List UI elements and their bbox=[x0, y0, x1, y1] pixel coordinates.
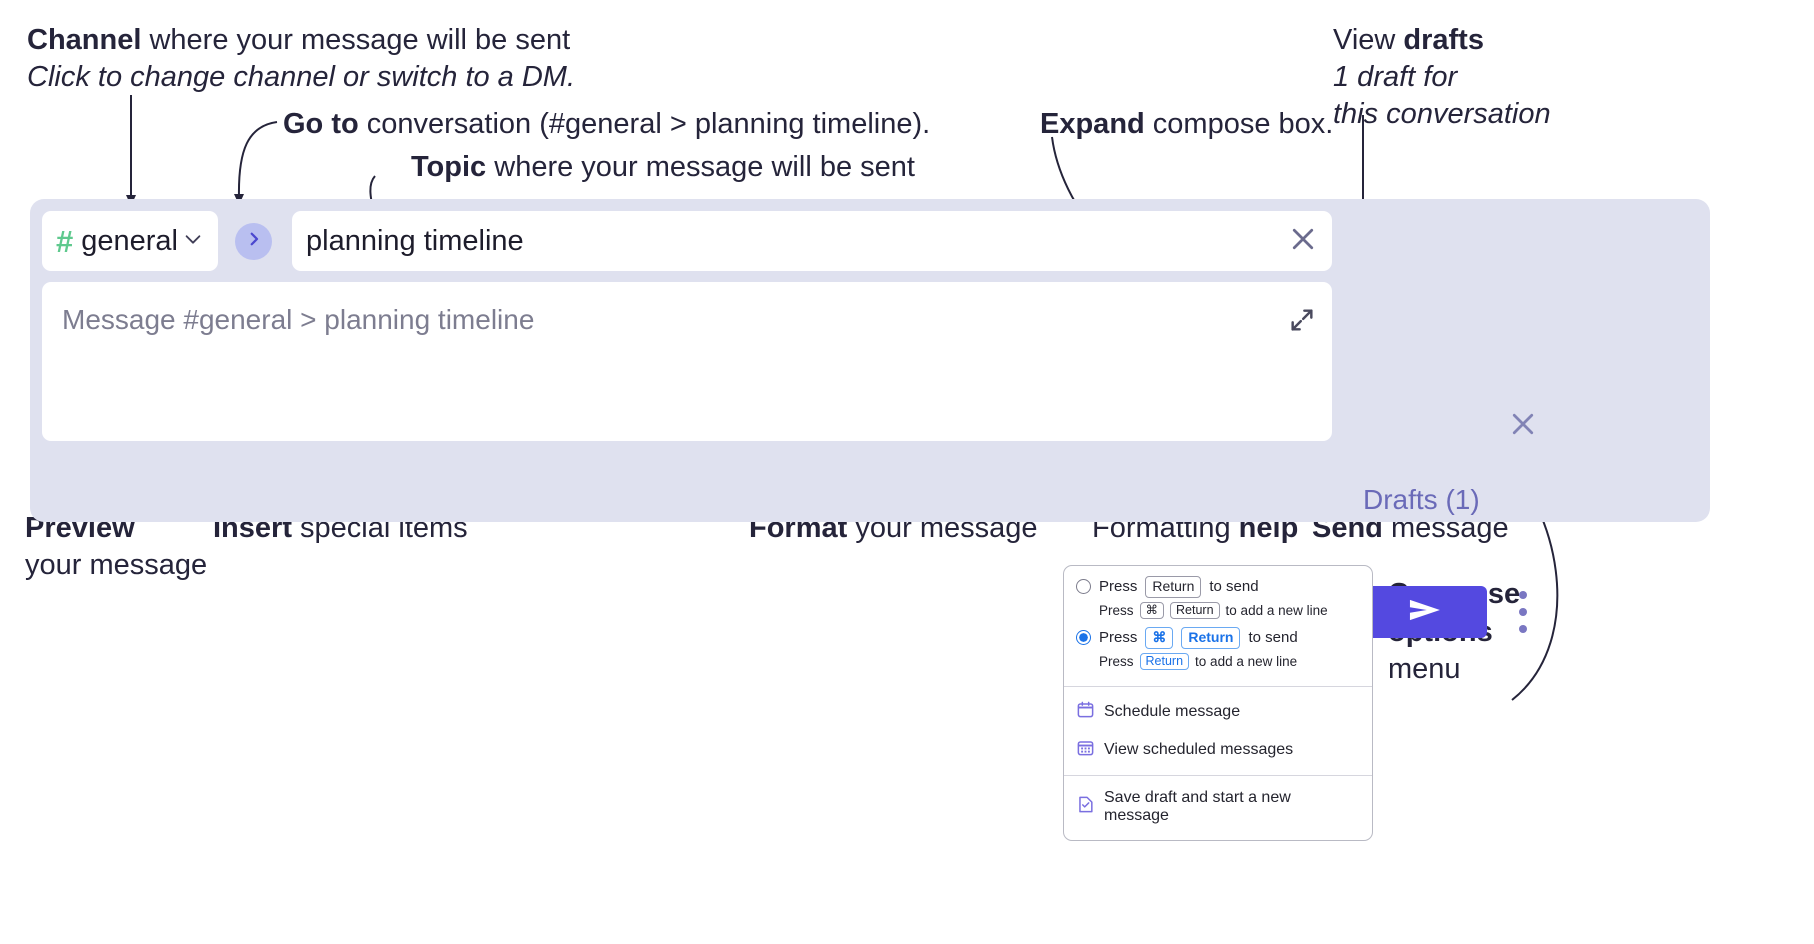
topic-input[interactable]: planning timeline bbox=[292, 211, 1332, 271]
option2-post: to send bbox=[1248, 629, 1298, 647]
annotation-drafts-lead: View bbox=[1333, 24, 1404, 56]
menu-item-schedule-message[interactable]: Schedule message bbox=[1064, 693, 1372, 731]
radio-button-selected[interactable] bbox=[1076, 630, 1091, 646]
drafts-link[interactable]: Drafts (1) bbox=[1363, 484, 1480, 515]
annotation-expand-bold: Expand bbox=[1040, 108, 1145, 140]
chevron-right-icon bbox=[245, 230, 263, 253]
menu-divider bbox=[1064, 686, 1372, 688]
kebab-dot-1 bbox=[1519, 591, 1527, 599]
annotation-topic: Topic where your message will be sent bbox=[411, 149, 915, 186]
annotation-topic-bold: Topic bbox=[411, 151, 487, 183]
menu-draft-group: Save draft and start a new message bbox=[1064, 776, 1372, 840]
annotation-preview-line2: your message bbox=[25, 549, 208, 582]
channel-selector[interactable]: # general bbox=[42, 211, 218, 271]
kebab-menu-icon[interactable] bbox=[1511, 591, 1535, 633]
option2-pre: Press bbox=[1099, 629, 1138, 647]
radio-button-unselected[interactable] bbox=[1076, 579, 1091, 595]
annotation-goto: Go to conversation (#general > planning … bbox=[283, 106, 930, 143]
message-placeholder: Message #general > planning timeline bbox=[62, 304, 535, 335]
key-command: ⌘ bbox=[1145, 627, 1174, 649]
expand-icon[interactable] bbox=[1288, 306, 1316, 339]
topic-value: planning timeline bbox=[306, 224, 524, 257]
send-button[interactable] bbox=[1362, 586, 1487, 638]
annotation-drafts-italic2: this conversation bbox=[1333, 98, 1551, 131]
annotation-goto-bold: Go to bbox=[283, 108, 359, 140]
close-icon[interactable] bbox=[1508, 409, 1538, 444]
send-paper-plane-icon bbox=[1404, 589, 1446, 636]
compose-panel: # general planning timeline Message #gen… bbox=[30, 199, 1710, 638]
kebab-dot-2 bbox=[1519, 608, 1527, 616]
compose-inner: # general planning timeline Message #gen… bbox=[42, 211, 1332, 510]
annotation-drafts-italic1: 1 draft for bbox=[1333, 61, 1458, 94]
option1-sub-post: to add a new line bbox=[1225, 602, 1328, 618]
channel-name: general bbox=[81, 224, 178, 257]
send-option-cmd-return-sub: Press Return to add a new line bbox=[1099, 652, 1358, 671]
annotation-expand-rest: compose box. bbox=[1144, 108, 1334, 140]
key-command: ⌘ bbox=[1139, 601, 1165, 620]
annotation-drafts: View drafts 1 draft for this conversatio… bbox=[1333, 22, 1551, 133]
key-return: Return bbox=[1139, 652, 1190, 671]
chevron-down-icon bbox=[182, 228, 204, 255]
hash-icon: # bbox=[56, 223, 74, 259]
menu-item-label: Save draft and start a new message bbox=[1104, 789, 1291, 825]
save-draft-icon bbox=[1076, 795, 1095, 819]
menu-divider bbox=[1064, 775, 1372, 777]
annotation-topic-rest: where your message will be sent bbox=[486, 151, 915, 183]
goto-conversation-button[interactable] bbox=[235, 223, 272, 260]
key-return: Return bbox=[1170, 601, 1220, 620]
annotation-compose-options-rest: menu bbox=[1388, 653, 1461, 686]
annotation-channel-rest: where your message will be sent bbox=[141, 24, 571, 56]
calendar-grid-icon bbox=[1076, 738, 1095, 762]
send-option-return[interactable]: Press Return to send bbox=[1076, 576, 1358, 598]
message-input[interactable]: Message #general > planning timeline bbox=[42, 282, 1332, 441]
annotation-channel-bold: Channel bbox=[27, 24, 142, 56]
annotation-channel-italic: Click to change channel or switch to a D… bbox=[27, 61, 576, 94]
menu-item-label: View scheduled messages bbox=[1104, 741, 1294, 759]
option1-post: to send bbox=[1209, 578, 1259, 596]
close-icon[interactable] bbox=[1288, 224, 1318, 259]
menu-schedule-group: Schedule message View scheduled messages bbox=[1064, 687, 1372, 775]
annotation-channel: Channel where your message will be sent … bbox=[27, 22, 575, 96]
compose-header: # general planning timeline bbox=[42, 211, 1332, 271]
menu-item-view-scheduled-messages[interactable]: View scheduled messages bbox=[1064, 731, 1372, 769]
send-shortcut-options: Press Return to send Press ⌘ Return to a… bbox=[1064, 566, 1372, 686]
option1-sub-pre: Press bbox=[1099, 602, 1134, 618]
annotation-drafts-bold: drafts bbox=[1403, 24, 1484, 56]
key-return: Return bbox=[1181, 627, 1241, 649]
kebab-dot-3 bbox=[1519, 625, 1527, 633]
send-option-cmd-return[interactable]: Press ⌘ Return to send bbox=[1076, 627, 1358, 649]
option2-sub-pre: Press bbox=[1099, 653, 1134, 669]
calendar-clock-icon bbox=[1076, 700, 1095, 724]
menu-item-label: Schedule message bbox=[1104, 703, 1241, 721]
annotation-goto-rest: conversation (#general > planning timeli… bbox=[358, 108, 931, 140]
option1-pre: Press bbox=[1099, 578, 1138, 596]
menu-item-save-draft[interactable]: Save draft and start a new message bbox=[1064, 782, 1372, 832]
compose-options-menu: Press Return to send Press ⌘ Return to a… bbox=[1063, 565, 1373, 842]
annotation-expand: Expand compose box. bbox=[1040, 106, 1333, 143]
option2-sub-post: to add a new line bbox=[1195, 653, 1298, 669]
key-return: Return bbox=[1145, 576, 1202, 598]
send-option-return-sub: Press ⌘ Return to add a new line bbox=[1099, 601, 1358, 620]
